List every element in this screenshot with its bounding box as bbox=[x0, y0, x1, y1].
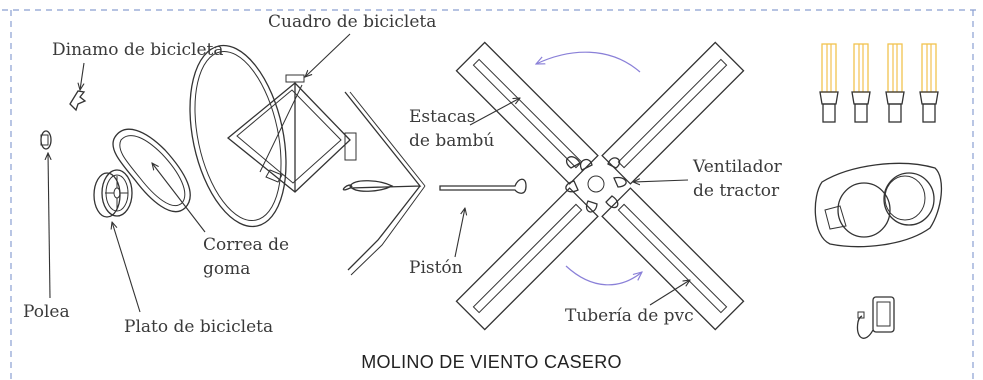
label-estacas-line1: Estacas bbox=[409, 107, 476, 127]
chainring-drawing bbox=[93, 169, 133, 218]
pulley-drawing bbox=[40, 130, 52, 150]
label-estacas-line2: de bambú bbox=[409, 131, 495, 151]
piston-drawing bbox=[439, 178, 527, 194]
headlight-drawing bbox=[814, 162, 943, 248]
rotation-arrow-top bbox=[536, 51, 641, 73]
label-correa-line2: goma bbox=[203, 259, 251, 279]
label-tuberia: Tubería de pvc bbox=[565, 306, 694, 326]
rotation-arrow-bottom bbox=[565, 265, 642, 286]
light-bulbs bbox=[819, 43, 939, 123]
label-correa-line1: Correa de bbox=[203, 235, 290, 255]
dynamo-drawing bbox=[69, 90, 87, 112]
label-cuadro: Cuadro de bicicleta bbox=[268, 12, 437, 32]
phone-drawing bbox=[856, 296, 895, 339]
label-dinamo: Dinamo de bicicleta bbox=[52, 40, 224, 60]
bicycle-frame-drawing bbox=[189, 44, 357, 228]
tail-vane-drawing bbox=[342, 91, 426, 276]
windmill-blades bbox=[455, 41, 745, 331]
rubber-belt-drawing bbox=[112, 128, 191, 213]
tractor-fan-drawing bbox=[565, 156, 627, 213]
label-piston: Pistón bbox=[409, 258, 463, 278]
dashed-border bbox=[2, 9, 981, 380]
diagram-title: MOLINO DE VIENTO CASERO bbox=[361, 352, 622, 372]
label-ventilador-line1: Ventilador bbox=[693, 157, 782, 177]
callout-arrows bbox=[48, 33, 690, 313]
label-polea: Polea bbox=[23, 302, 70, 322]
label-plato: Plato de bicicleta bbox=[124, 317, 274, 337]
label-ventilador-line2: de tractor bbox=[693, 181, 780, 201]
